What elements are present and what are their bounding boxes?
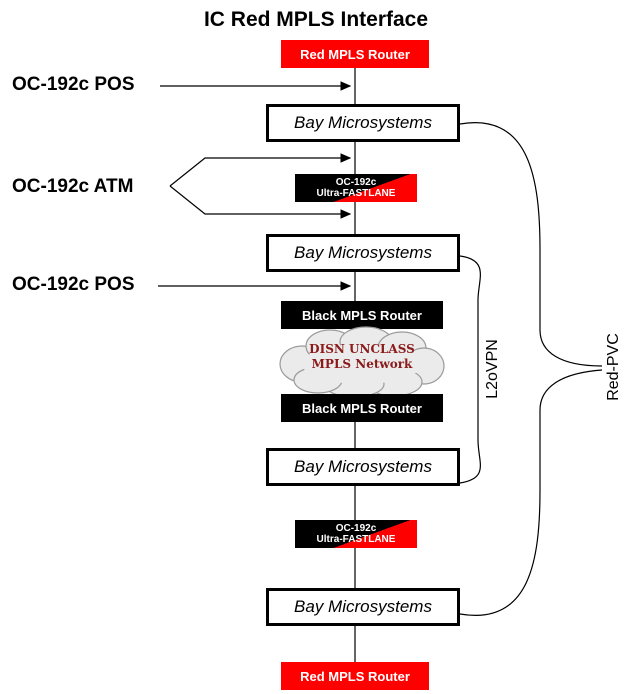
fastlane2-line2: Ultra-FASTLANE <box>316 534 396 545</box>
l2ovpn-bracket <box>459 255 481 484</box>
red-mpls-router-bottom: Red MPLS Router <box>281 662 429 690</box>
bay-microsystems-box-4: Bay Microsystems <box>266 588 460 626</box>
ultra-fastlane-box-2: OC-192c Ultra-FASTLANE <box>295 520 417 548</box>
atm-arrow-upper <box>169 153 352 187</box>
atm-arrow-lower <box>169 185 352 219</box>
red-mpls-router-top: Red MPLS Router <box>281 40 429 68</box>
cloud-line1: DISN UNCLASS <box>309 342 415 356</box>
black-mpls-router-bottom: Black MPLS Router <box>281 394 443 422</box>
cloud-network-label: DISN UNCLASS MPLS Network <box>294 342 430 372</box>
black-mpls-router-top: Black MPLS Router <box>281 301 443 329</box>
oc192c-atm-label: OC-192c ATM <box>12 176 134 197</box>
l2ovpn-label: L2oVPN <box>484 339 501 399</box>
diagram-title: IC Red MPLS Interface <box>203 8 429 31</box>
fastlane2-line1: OC-192c <box>335 523 377 534</box>
oc192c-pos-label-2: OC-192c POS <box>12 274 135 295</box>
fastlane1-line1: OC-192c <box>335 177 377 188</box>
red-pvc-bracket-lower <box>459 369 603 616</box>
red-pvc-label: Red-PVC <box>605 333 622 401</box>
red-pvc-bracket-upper <box>459 122 603 367</box>
oc192c-pos-label-1: OC-192c POS <box>12 74 135 95</box>
fastlane1-line2: Ultra-FASTLANE <box>316 188 396 199</box>
ultra-fastlane-box-1: OC-192c Ultra-FASTLANE <box>295 174 417 202</box>
cloud-icon <box>279 326 445 398</box>
cloud-line2: MPLS Network <box>311 357 413 371</box>
bay-microsystems-box-3: Bay Microsystems <box>266 448 460 486</box>
bay-microsystems-box-2: Bay Microsystems <box>266 234 460 272</box>
bay-microsystems-box-1: Bay Microsystems <box>266 104 460 142</box>
